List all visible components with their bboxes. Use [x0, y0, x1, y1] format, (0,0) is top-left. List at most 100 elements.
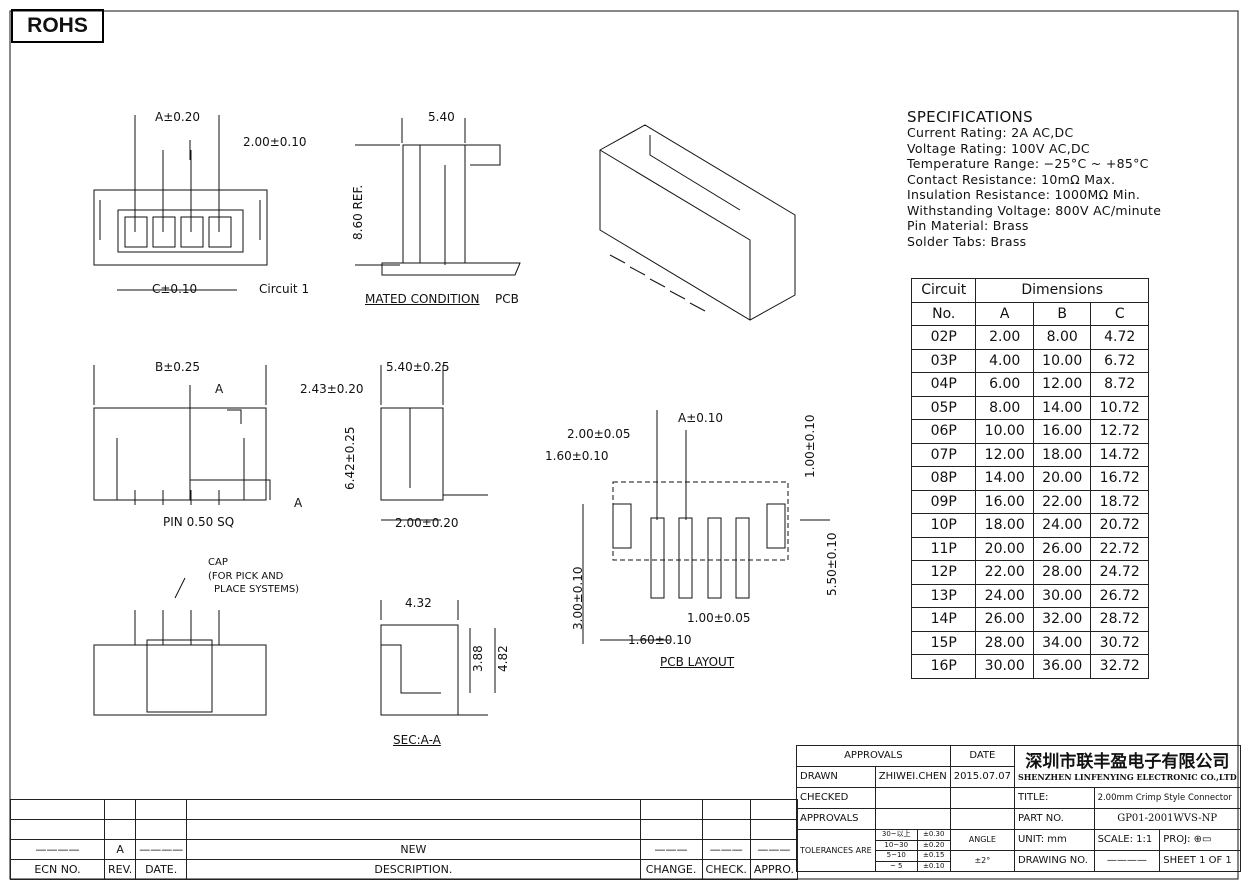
spec-line: Insulation Resistance: 1000MΩ Min.	[907, 187, 1141, 202]
tb-angle: ANGLE	[949, 829, 1015, 851]
table-cell: 28.72	[1090, 607, 1149, 632]
table-cell: 32.72	[1090, 654, 1149, 679]
spec-line: Contact Resistance: 10mΩ Max.	[907, 171, 1116, 187]
section-view	[380, 600, 496, 716]
pcb-pitch: 2.00±0.05	[567, 427, 631, 441]
table-cell: 15P	[910, 630, 977, 655]
table-cell: 14.00	[1032, 395, 1092, 420]
sec-h1: 3.88	[471, 645, 485, 672]
tb-drawing-no: DRAWING NO.	[1013, 850, 1095, 872]
table-cell: 13P	[910, 583, 977, 608]
specs-title: SPECIFICATIONS	[907, 108, 1033, 126]
spec-line: Solder Tabs: Brass	[907, 233, 1027, 249]
pcb-layout-label: PCB LAYOUT	[660, 655, 735, 669]
table-cell: 28.00	[1032, 560, 1092, 585]
dim-pitch: 2.00±0.10	[243, 135, 307, 149]
tol-range: ~ 5	[874, 860, 918, 872]
dim-a: A±0.20	[155, 110, 200, 124]
table-cell: 07P	[910, 442, 977, 467]
tb-drawn-by: ZHIWEI.CHEN	[874, 766, 951, 788]
table-cell: 08P	[910, 466, 977, 491]
pcb-label: PCB	[495, 292, 519, 306]
mated-label: MATED CONDITION	[365, 292, 480, 306]
spec-line: Withstanding Voltage: 800V AC/minute	[907, 202, 1162, 218]
rev-rev: A	[103, 839, 137, 860]
rohs-badge: ROHS	[11, 9, 104, 43]
company-cn: 深圳市联丰盈电子有限公司	[1025, 751, 1230, 772]
table-cell: 05P	[910, 395, 977, 420]
table-cell: 12P	[910, 560, 977, 585]
table-cell: 04P	[910, 372, 977, 397]
side-height: 6.42±0.25	[343, 426, 357, 491]
tb-checked: CHECKED	[796, 787, 876, 809]
rev-appro: ———	[749, 839, 799, 860]
tb-title: 2.00mm Crimp Style Connector	[1093, 787, 1241, 809]
table-cell: 30.00	[1032, 583, 1092, 608]
hdr-change: CHANGE.	[639, 859, 703, 880]
th-c: C	[1090, 301, 1149, 326]
mated-height: 8.60 REF.	[351, 184, 365, 240]
tol-val: ±0.30	[916, 829, 951, 841]
table-cell: 8.72	[1090, 372, 1149, 397]
table-cell: 12.00	[1032, 372, 1092, 397]
spec-line: Current Rating: 2A AC,DC	[907, 125, 1074, 140]
table-cell: 09P	[910, 489, 977, 514]
pcb-top: 1.00±0.10	[803, 414, 817, 479]
hdr-ecn: ECN NO.	[10, 859, 105, 880]
hdr-desc: DESCRIPTION.	[186, 859, 641, 880]
table-cell: 32.00	[1032, 607, 1092, 632]
table-cell: 6.72	[1090, 348, 1149, 373]
table-cell: 10.00	[1032, 348, 1092, 373]
isometric-view	[599, 124, 796, 321]
hdr-appro: APPRO.	[749, 859, 799, 880]
table-cell: 06P	[910, 419, 977, 444]
rev-ecn: ————	[10, 839, 105, 860]
tb-angle-tol: ±2°	[949, 850, 1015, 872]
table-cell: 22.00	[1032, 489, 1092, 514]
spec-line: Temperature Range: −25°C ~ +85°C	[907, 156, 1149, 171]
table-cell: 8.00	[1032, 325, 1092, 350]
side-width: 5.40±0.25	[386, 360, 450, 374]
table-cell: 14P	[910, 607, 977, 632]
cap-view	[93, 577, 267, 716]
sec-width: 4.32	[405, 596, 432, 610]
table-cell: 20.00	[975, 536, 1034, 561]
table-cell: 22.72	[1090, 536, 1149, 561]
cap-note-1: CAP	[208, 557, 228, 568]
hdr-check: CHECK.	[701, 859, 751, 880]
th-dimensions: Dimensions	[975, 278, 1149, 303]
table-cell: 16.00	[1032, 419, 1092, 444]
top-view	[93, 365, 271, 505]
pcb-tab2: 1.60±0.10	[628, 633, 692, 647]
side-offset: 2.43±0.20	[300, 382, 364, 396]
pcb-a: A±0.10	[678, 411, 723, 425]
table-cell: 10P	[910, 513, 977, 538]
table-cell: 2.00	[975, 325, 1034, 350]
tol-val: ±0.20	[916, 839, 951, 851]
revision-table: ————A————NEW————————— ECN NO.REV.DATE.DE…	[10, 799, 799, 880]
tb-proj: PROJ:	[1163, 834, 1191, 845]
section-mark-a: A	[215, 382, 224, 396]
table-cell: 14.00	[975, 466, 1034, 491]
table-cell: 6.00	[975, 372, 1034, 397]
dim-c: C±0.10	[152, 282, 198, 296]
tb-drawn: DRAWN	[796, 766, 876, 788]
table-cell: 34.00	[1032, 630, 1092, 655]
tol-range: 5~10	[874, 850, 918, 862]
table-cell: 03P	[910, 348, 977, 373]
tb-drawing-val: ————	[1093, 850, 1161, 872]
th-no: No.	[910, 301, 977, 326]
table-cell: 8.00	[975, 395, 1034, 420]
table-cell: 12.72	[1090, 419, 1149, 444]
